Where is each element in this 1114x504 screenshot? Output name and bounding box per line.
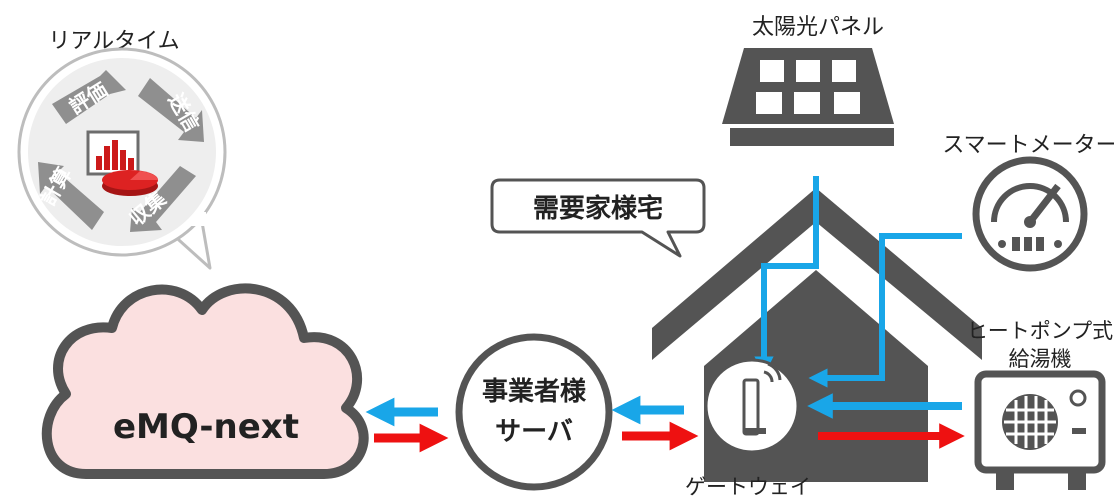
- heatpump-label-line1: ヒートポンプ式: [967, 319, 1113, 343]
- cycle-arrow-evaluate: [52, 70, 126, 124]
- smart-meter: スマートメーター: [942, 133, 1114, 272]
- cycle-arrow-collect: [130, 166, 196, 232]
- chart-icon: [86, 130, 158, 196]
- cycle-arrow-calc: [38, 162, 104, 230]
- wifi-icon: [763, 362, 782, 383]
- bubble-label: 需要家様宅: [533, 193, 663, 224]
- server-label-line2: サーバ: [495, 417, 573, 447]
- cloud-label: eMQ-next: [113, 407, 299, 447]
- operator-server: 事業者様 サーバ: [455, 333, 613, 491]
- heat-pump: ヒートポンプ式 給湯機: [967, 319, 1113, 490]
- heatpump-label-line2: 給湯機: [1009, 347, 1072, 371]
- router-icon: [742, 378, 760, 436]
- solar-label: 太陽光パネル: [752, 15, 884, 40]
- cycle-arrow-send: [138, 78, 204, 142]
- server-label-line1: 事業者様: [482, 376, 587, 407]
- solar-panel: 太陽光パネル: [722, 15, 894, 146]
- realtime-cycle: リアルタイム 評価 送信 収集 計算: [17, 29, 227, 270]
- cloud-shape: [41, 283, 369, 479]
- solar-to-gateway-line: [754, 176, 819, 376]
- meter-to-gateway-line: [808, 233, 962, 388]
- meter-label: スマートメーター: [942, 133, 1114, 158]
- cloud-emq-next: eMQ-next: [41, 283, 369, 479]
- gateway: ゲートウェイ: [685, 358, 811, 499]
- gateway-label: ゲートウェイ: [685, 475, 811, 499]
- house-bubble: 需要家様宅: [490, 178, 706, 258]
